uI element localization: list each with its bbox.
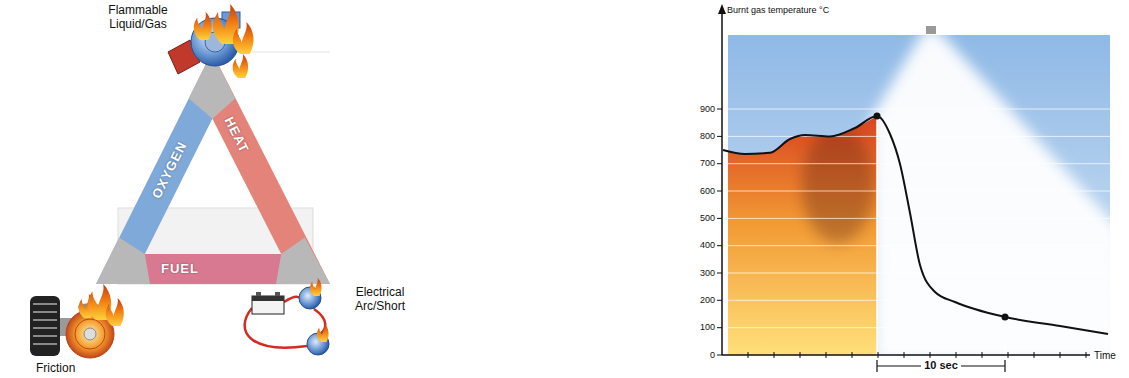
battery-terminal <box>275 292 280 296</box>
x-tick <box>1060 352 1061 358</box>
x-tick <box>1086 352 1087 358</box>
gridline <box>728 273 1110 274</box>
gridline <box>728 218 1110 219</box>
bracket-end <box>1004 360 1005 372</box>
x-tick <box>826 352 827 358</box>
flame <box>106 298 124 326</box>
curve-layer <box>723 116 1108 334</box>
fire-area <box>728 116 877 355</box>
spray-nozzle <box>926 26 936 34</box>
bracket-end <box>876 360 877 372</box>
gridline <box>728 245 1110 246</box>
y-tick <box>717 218 722 219</box>
x-tick <box>904 352 905 358</box>
gridline <box>728 109 1110 110</box>
peak-dot <box>874 113 881 120</box>
battery <box>252 296 284 314</box>
tick-label: 300 <box>700 268 715 279</box>
marker-dot <box>1002 314 1009 321</box>
y-tick <box>717 300 722 301</box>
brake-ring <box>75 319 105 349</box>
wire <box>284 297 300 302</box>
tick-label: 400 <box>700 240 715 251</box>
marker-drop-line <box>1005 317 1006 355</box>
y-tick <box>717 355 722 356</box>
x-tick <box>930 352 931 358</box>
x-tick <box>956 352 957 358</box>
gridline <box>728 300 1110 301</box>
band-label: FUEL <box>161 262 199 276</box>
brake-center <box>84 328 96 340</box>
temperature-curve <box>723 116 1108 334</box>
flame <box>317 324 329 342</box>
flame <box>233 54 249 78</box>
y-tick <box>717 191 722 192</box>
interval-label: 10 sec <box>921 359 961 372</box>
tick-label: 500 <box>700 213 715 224</box>
peak-drop-line <box>876 116 878 355</box>
battery-top <box>252 296 284 301</box>
y-tick <box>717 327 722 328</box>
gridline <box>728 327 1110 328</box>
heat-side <box>212 52 330 284</box>
tick-label: 700 <box>700 158 715 169</box>
y-tick <box>717 163 722 164</box>
fire-layer <box>728 116 877 355</box>
axis-ticks <box>717 109 1086 358</box>
y-tick <box>717 245 722 246</box>
triangle-corner <box>96 238 150 284</box>
heat-band: HEAT <box>217 109 256 162</box>
hazard-label: Electrical Arc/Short <box>338 285 422 314</box>
x-tick <box>1008 352 1009 358</box>
triangle-corner <box>276 238 330 284</box>
flame <box>310 278 322 296</box>
y-axis <box>721 10 723 355</box>
x-tick <box>774 352 775 358</box>
x-tick <box>800 352 801 358</box>
oxygen-band: OXYGEN <box>145 133 194 207</box>
band-label: HEAT <box>221 115 251 156</box>
x-tick <box>1034 352 1035 358</box>
gridline <box>728 163 1110 164</box>
tire <box>30 296 60 356</box>
axis-title: Burnt gas temperature °C <box>727 5 829 16</box>
y-tick <box>717 109 722 110</box>
tick-label: 100 <box>700 322 715 333</box>
x-tick <box>852 352 853 358</box>
tire-tread <box>33 304 57 344</box>
gridline <box>728 191 1110 192</box>
gridline <box>728 136 1110 137</box>
x-tick <box>748 352 749 358</box>
axis-label: Time <box>1094 350 1116 362</box>
y-tick <box>717 136 722 137</box>
tick-label: 200 <box>700 295 715 306</box>
tick-label: 800 <box>700 131 715 142</box>
hazard-label: Friction <box>36 361 75 375</box>
y-axis-arrow <box>718 4 726 14</box>
flame <box>194 12 212 40</box>
hazard-label: Flammable Liquid/Gas <box>102 3 174 32</box>
wire <box>314 309 325 334</box>
tick-label: 600 <box>700 186 715 197</box>
fuel-band: FUEL <box>155 260 205 278</box>
band-label: OXYGEN <box>150 139 190 201</box>
x-tick <box>982 352 983 358</box>
y-tick <box>717 273 722 274</box>
battery-terminal <box>256 292 261 296</box>
smoke-patch <box>802 127 874 243</box>
flame <box>233 22 254 54</box>
tick-label: 900 <box>700 104 715 115</box>
tick-label: 0 <box>710 350 715 361</box>
x-axis <box>722 354 1090 356</box>
x-tick <box>878 352 879 358</box>
